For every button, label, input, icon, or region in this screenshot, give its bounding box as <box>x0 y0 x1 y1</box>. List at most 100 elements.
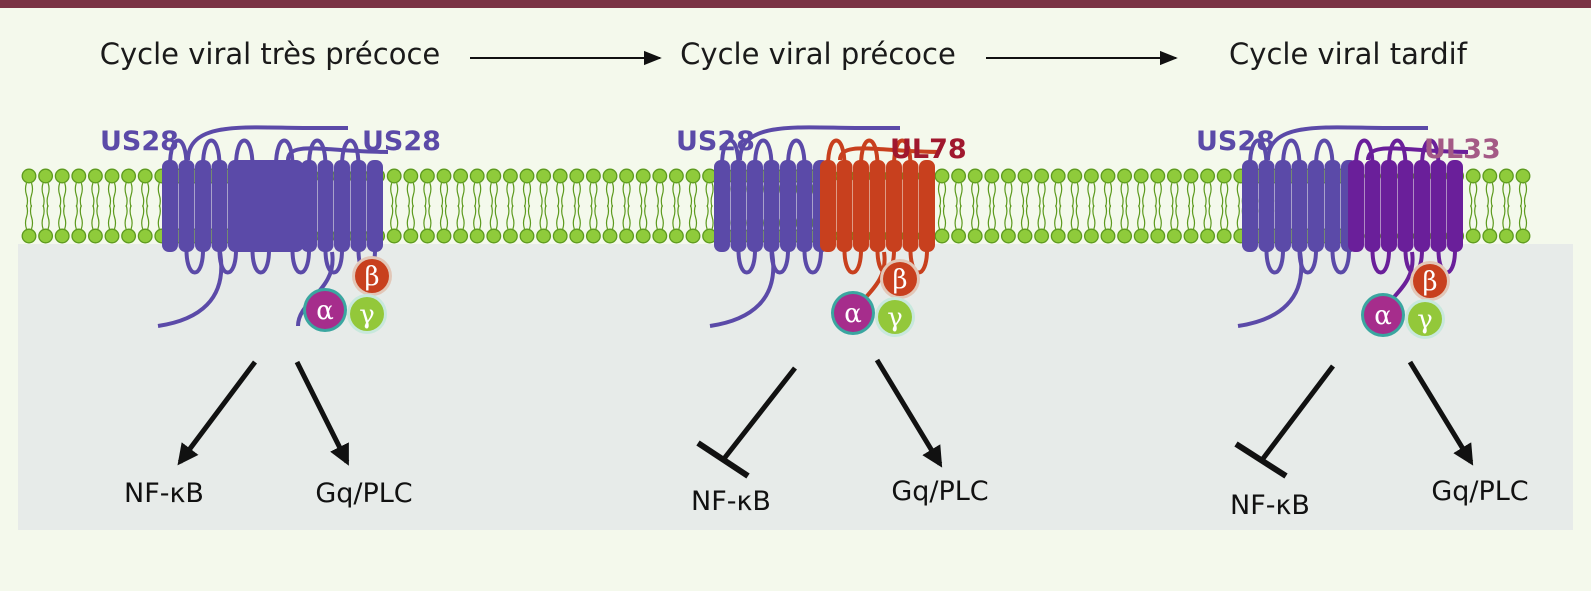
lipid-head <box>436 228 452 244</box>
lipid-head <box>486 228 502 244</box>
lipid-head <box>403 168 419 184</box>
lipid-head <box>619 168 635 184</box>
lipid-head <box>552 168 568 184</box>
beta-subunit-label: β <box>892 265 907 295</box>
lipid-head <box>502 228 518 244</box>
lipid-head <box>1050 228 1066 244</box>
pathway-labels: NF-κB Gq/PLC NF-κB Gq/PLC NF-κB Gq/PLC <box>124 476 1529 521</box>
transmembrane-helix <box>195 160 211 252</box>
transmembrane-helix <box>1324 160 1341 252</box>
lipid-head <box>569 168 585 184</box>
lipid-head <box>668 168 684 184</box>
transmembrane-helix <box>886 160 902 252</box>
partner-n-terminus <box>838 146 941 161</box>
alpha-subunit-label: α <box>316 296 334 326</box>
lipid-head <box>602 168 618 184</box>
lipid-head <box>453 168 469 184</box>
lipid-head <box>536 168 552 184</box>
us28-c-terminus <box>709 251 776 328</box>
transmembrane-helix <box>350 160 367 252</box>
lipid-head <box>1017 228 1033 244</box>
lipid-head <box>502 168 518 184</box>
lipid-head <box>1200 228 1216 244</box>
transmembrane-helix <box>367 160 383 252</box>
lipid-head <box>419 228 435 244</box>
stage2-gq-label: Gq/PLC <box>891 476 988 507</box>
lipid-head <box>1183 168 1199 184</box>
overlap-helix-block <box>228 160 304 252</box>
lipid-head <box>1000 168 1016 184</box>
lipid-head <box>386 168 402 184</box>
lipid-head <box>1133 168 1149 184</box>
partner-n-terminus <box>1366 146 1469 161</box>
lipid-head <box>652 228 668 244</box>
beta-subunit <box>355 259 389 293</box>
lipid-head <box>685 168 701 184</box>
lipid-head <box>1498 228 1514 244</box>
alpha-subunit-label: α <box>1374 301 1392 331</box>
stage1-nfkb-label: NF-κB <box>124 478 204 509</box>
lipid-head <box>1166 228 1182 244</box>
receptor-labels: US28 US28 US28 UL78 US28 UL33 <box>100 126 1501 165</box>
stage2-nfkb-inhibition <box>696 366 797 479</box>
top-frame-bar <box>0 0 1591 8</box>
us28-c-terminus <box>1237 251 1304 328</box>
lipid-head <box>1465 228 1481 244</box>
lipid-head <box>984 168 1000 184</box>
lipid-head <box>1482 228 1498 244</box>
stage3-gq-label: Gq/PLC <box>1431 476 1528 507</box>
transmembrane-helix <box>747 160 763 252</box>
lipid-head <box>519 228 535 244</box>
stage3-nfkb-inhibition <box>1234 364 1335 479</box>
transmembrane-helix <box>780 160 796 252</box>
stage3-label-right: UL33 <box>1424 134 1501 165</box>
lipid-head <box>137 168 153 184</box>
lipid-head <box>602 228 618 244</box>
transmembrane-helix <box>763 160 780 252</box>
stage2-label-left: US28 <box>676 126 755 157</box>
receptor-groups <box>157 125 1469 328</box>
transmembrane-helix <box>1447 160 1463 252</box>
stage1-nfkb-activation-arrow <box>177 360 257 466</box>
lipid-head <box>1515 168 1531 184</box>
lipid-head <box>386 228 402 244</box>
lipid-head <box>121 228 137 244</box>
lipid-head <box>1000 228 1016 244</box>
transmembrane-helix <box>1291 160 1308 252</box>
gamma-subunit <box>350 297 384 331</box>
partner-n-terminus <box>286 146 389 161</box>
transmembrane-helix <box>1364 160 1381 252</box>
transmembrane-helix <box>714 160 730 252</box>
lipid-head <box>104 168 120 184</box>
us28-n-terminus <box>1266 125 1428 161</box>
lipid-head <box>1034 168 1050 184</box>
lipid-head <box>934 168 950 184</box>
lipid-head <box>619 228 635 244</box>
lipid-head <box>1050 168 1066 184</box>
transmembrane-helix <box>1275 160 1291 252</box>
transmembrane-helix <box>836 160 853 252</box>
lipid-head <box>668 228 684 244</box>
lipid-head <box>71 228 87 244</box>
lipid-head <box>685 228 701 244</box>
lipid-head <box>1216 228 1232 244</box>
lipid-head <box>1150 228 1166 244</box>
lipid-head <box>54 228 70 244</box>
lipid-head <box>635 168 651 184</box>
beta-subunit <box>1413 264 1447 298</box>
lipid-head <box>536 228 552 244</box>
transmembrane-helix <box>178 160 195 252</box>
lipid-head <box>984 228 1000 244</box>
lipid-head <box>934 228 950 244</box>
lipid-head <box>1465 168 1481 184</box>
lipid-head <box>419 168 435 184</box>
transmembrane-helix <box>1430 160 1447 252</box>
lipid-head <box>436 168 452 184</box>
alpha-subunit <box>306 291 344 329</box>
lipid-head <box>453 228 469 244</box>
transmembrane-helix <box>1414 160 1430 252</box>
lipid-head <box>1034 228 1050 244</box>
lipid-head <box>1482 168 1498 184</box>
gamma-subunit <box>878 300 912 334</box>
